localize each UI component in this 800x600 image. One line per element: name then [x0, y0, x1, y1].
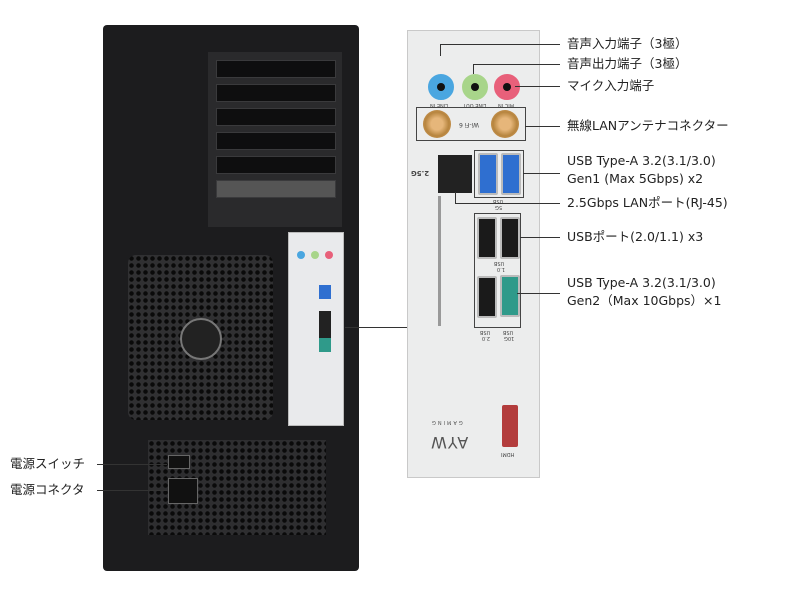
leader-line	[440, 44, 441, 56]
callout-usb-gen2-line2: Gen2（Max 10Gbps）×1	[567, 293, 722, 308]
io-panel-detail: LINE IN LINE OUT MIC IN Wi-Fi 6 2.5G USB…	[407, 30, 540, 478]
leader-line	[440, 44, 560, 45]
fan-hub	[180, 318, 222, 360]
antenna-connector	[423, 110, 451, 138]
leader-line	[97, 464, 167, 465]
usb-port	[319, 338, 331, 352]
leader-line	[517, 293, 560, 294]
hdmi-cover	[502, 405, 518, 447]
leader-line	[455, 192, 456, 203]
line-out-jack	[462, 74, 488, 100]
usb5g-sublabel: 5G	[495, 204, 503, 210]
callout-usb-gen1-line2: Gen1 (Max 5Gbps) x2	[567, 171, 704, 186]
callout-wifi-antenna: 無線LANアンテナコネクター	[567, 118, 729, 133]
lan-label: 2.5G	[411, 169, 430, 177]
leader-line	[345, 327, 407, 328]
decor-stripe	[438, 196, 441, 326]
usb-gen1-group	[474, 150, 524, 198]
slot-cover	[216, 132, 336, 150]
slot-cover	[216, 156, 336, 174]
line-in-jack	[428, 74, 454, 100]
slot-cover	[216, 84, 336, 102]
logo-sub: GAMING	[430, 419, 463, 425]
usb-sublabel: 1.0	[497, 266, 505, 272]
usb-port	[500, 217, 520, 259]
usb10g-sublabel: 10G	[504, 335, 515, 341]
wifi-label: Wi-Fi 6	[459, 121, 480, 128]
expansion-slots	[208, 52, 342, 227]
power-connector[interactable]	[168, 478, 198, 504]
io-panel-thumbnail	[288, 232, 344, 426]
line-in-jack	[297, 251, 305, 259]
usb2-group	[474, 213, 521, 328]
slot-cover	[216, 60, 336, 78]
usb-port	[319, 311, 331, 341]
callout-lan: 2.5Gbps LANポート(RJ-45)	[567, 195, 728, 210]
callout-usb2: USBポート(2.0/1.1) x3	[567, 229, 704, 244]
callout-audio-out: 音声出力端子（3極）	[567, 56, 688, 71]
callout-usb-gen1-line1: USB Type-A 3.2(3.1/3.0)	[567, 153, 716, 168]
graphics-card-bracket	[216, 180, 336, 198]
slot-cover	[216, 108, 336, 126]
power-switch[interactable]	[168, 455, 190, 469]
callout-usb-gen2-line1: USB Type-A 3.2(3.1/3.0)	[567, 275, 716, 290]
callout-mic-in: マイク入力端子	[567, 78, 655, 93]
usb-port	[477, 217, 497, 259]
line-out-jack	[311, 251, 319, 259]
leader-line	[455, 203, 560, 204]
mic-in-jack	[325, 251, 333, 259]
lan-port	[438, 155, 472, 193]
leader-line	[523, 173, 560, 174]
logo: AYW	[430, 433, 469, 452]
usb-port	[477, 276, 497, 318]
callout-power-switch: 電源スイッチ	[10, 456, 86, 471]
antenna-connector	[491, 110, 519, 138]
leader-line	[525, 126, 560, 127]
leader-line	[473, 64, 474, 74]
callout-power-connector: 電源コネクタ	[10, 482, 85, 497]
usb-gen2-port	[500, 275, 520, 317]
leader-line	[473, 64, 560, 65]
leader-line	[515, 86, 560, 87]
wifi-antenna-group: Wi-Fi 6	[416, 107, 526, 141]
mic-in-jack	[494, 74, 520, 100]
usb20-sublabel: 2.0	[482, 335, 490, 341]
usb-port	[501, 153, 521, 195]
callout-audio-in: 音声入力端子（3極）	[567, 36, 688, 51]
usb-port	[319, 285, 331, 299]
hdmi-label: HDMI	[501, 451, 515, 457]
usb-port	[478, 153, 498, 195]
leader-line	[520, 237, 560, 238]
leader-line	[97, 490, 167, 491]
